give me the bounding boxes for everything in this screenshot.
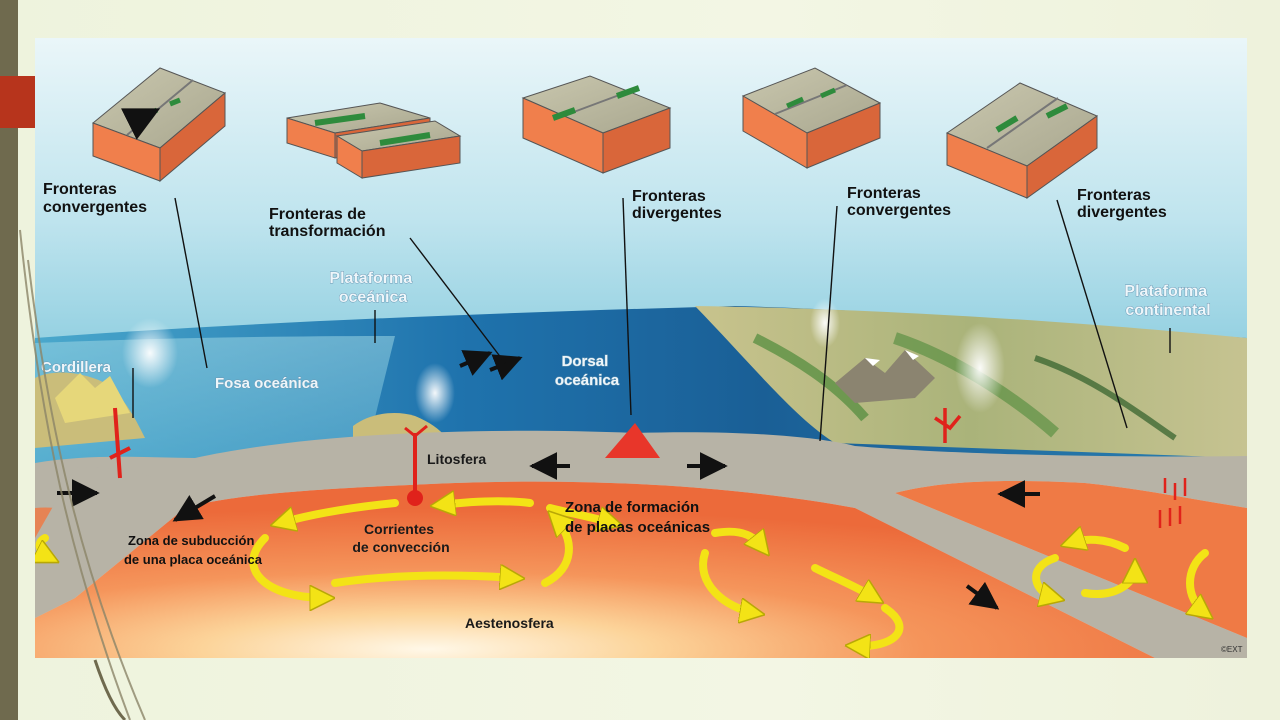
label-subduction-zone: Zona de subducción de una placa oceánica bbox=[124, 533, 263, 567]
image-credit: ©EXT bbox=[1221, 645, 1243, 654]
slide-accent-block bbox=[0, 76, 35, 128]
convection-currents bbox=[40, 501, 1205, 646]
divergent-block-1 bbox=[521, 75, 672, 174]
slide-left-bar bbox=[0, 0, 18, 720]
rift-valley bbox=[1034, 355, 1177, 441]
convergent-block-1 bbox=[92, 67, 226, 183]
asthenosphere-mantle bbox=[35, 481, 1155, 658]
label-transform: Fronteras de transformación bbox=[269, 206, 385, 240]
steam-plume-2 bbox=[415, 363, 455, 423]
rift-magma-dashes bbox=[1158, 478, 1187, 528]
steam-plume-4 bbox=[955, 323, 1005, 413]
label-ocean-trench: Fosa oceánica bbox=[215, 375, 319, 392]
label-oceanic-platform: Plataforma oceánica bbox=[329, 270, 416, 306]
ridge-magma bbox=[605, 423, 660, 458]
label-convection: Corrientes de convección bbox=[352, 521, 449, 555]
label-divergent-1: Fronteras divergentes bbox=[632, 188, 722, 222]
label-convergent-2: Fronteras convergentes bbox=[847, 185, 951, 219]
label-lithosphere: Litosfera bbox=[427, 451, 486, 467]
lithosphere-band bbox=[35, 430, 1247, 658]
label-divergent-2: Fronteras divergentes bbox=[1077, 187, 1167, 221]
vegetation-belt bbox=[752, 333, 869, 422]
magma-chamber-1 bbox=[407, 490, 423, 506]
magma-vent-1 bbox=[404, 424, 428, 438]
convergent-block-2 bbox=[741, 67, 882, 169]
steam-plume-1 bbox=[122, 318, 178, 388]
steam-plume-3 bbox=[810, 298, 840, 348]
label-plate-formation: Zona de formación de placas oceánicas bbox=[565, 499, 710, 536]
continent-mountains bbox=[835, 350, 935, 403]
leader-lines bbox=[132, 197, 1171, 442]
label-convergent-1: Fronteras convergentes bbox=[43, 181, 147, 216]
plate-motion-arrows bbox=[57, 350, 1040, 610]
transform-block bbox=[286, 102, 462, 179]
divergent-block-2 bbox=[945, 82, 1099, 199]
label-ocean-ridge: Dorsal oceánica bbox=[555, 353, 620, 389]
label-continental-platform: Plataforma continental bbox=[1124, 283, 1211, 319]
plate-tectonics-diagram: Fronteras convergentes Fronteras de tran… bbox=[35, 38, 1247, 658]
label-cordillera: Cordillera bbox=[41, 359, 112, 376]
magma-conduit-right bbox=[934, 408, 962, 443]
label-asthenosphere: Aestenosfera bbox=[465, 615, 554, 631]
